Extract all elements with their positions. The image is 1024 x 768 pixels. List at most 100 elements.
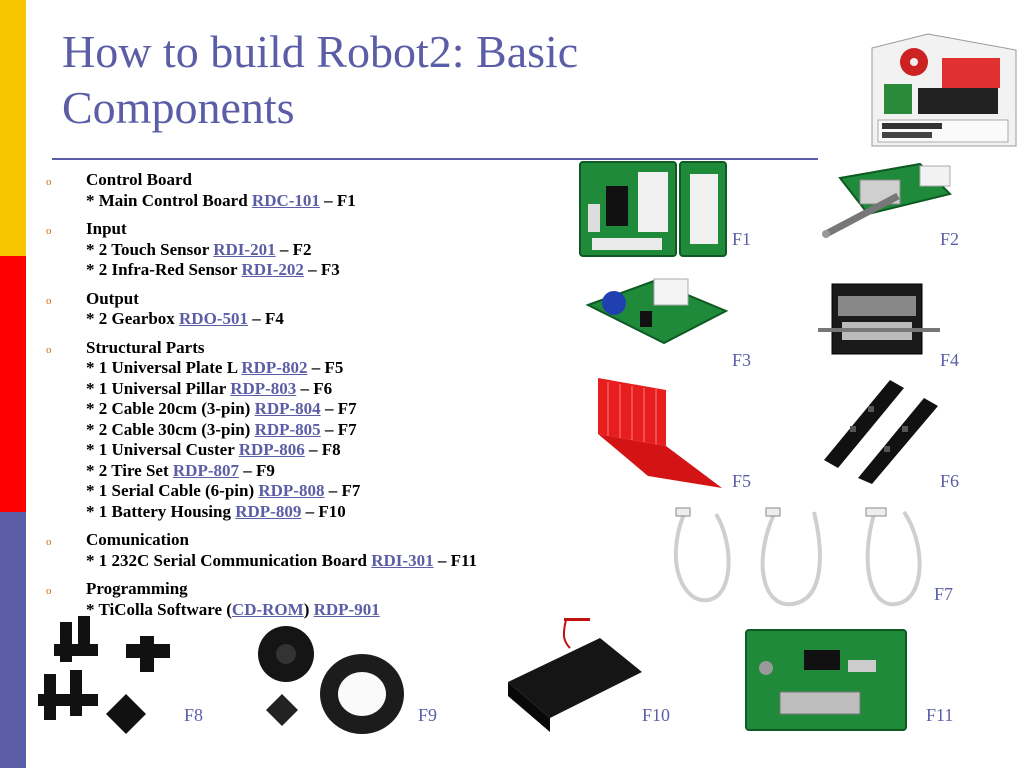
title-divider bbox=[52, 158, 818, 160]
section-structural-parts: o Structural Parts* 1 Universal Plate L R… bbox=[40, 338, 580, 523]
bullet-marker-icon: o bbox=[46, 585, 52, 597]
component-text: * 2 Tire Set bbox=[86, 460, 173, 480]
slide-title: How to build Robot2: Basic Components bbox=[62, 24, 702, 136]
component-text: * 2 Cable 20cm (3-pin) bbox=[86, 399, 255, 418]
part-code-link[interactable]: RDP-901 bbox=[313, 599, 380, 619]
section-output: o Output* 2 Gearbox RDO-501 – F4 bbox=[40, 289, 580, 330]
component-line: * 2 Cable 30cm (3-pin) RDP-805 – F7 bbox=[86, 420, 580, 441]
section-heading: Output bbox=[86, 288, 139, 308]
component-text: * 1 Universal Plate L bbox=[86, 358, 242, 377]
left-stripe-yellow bbox=[0, 0, 26, 256]
figure-label-f5: F5 bbox=[732, 471, 752, 491]
component-line: * 1 Battery Housing RDP-809 – F10 bbox=[86, 502, 580, 523]
part-code-link[interactable]: RDI-201 bbox=[213, 239, 276, 259]
section-programming: o Programming * TiColla Software (CD-ROM) … bbox=[40, 579, 580, 620]
bullet-marker-icon: o bbox=[46, 536, 52, 548]
part-code-link[interactable]: RDP-803 bbox=[230, 378, 297, 398]
component-line: * 1 Universal Plate L RDP-802 – F5 bbox=[86, 358, 580, 379]
left-stripe-red bbox=[0, 256, 26, 512]
part-code-link[interactable]: RDI-202 bbox=[241, 260, 304, 279]
battery-housing-photo bbox=[508, 618, 642, 732]
component-line: * 1 Serial Cable (6-pin) RDP-808 – F7 bbox=[86, 481, 580, 502]
component-line: * 2 Gearbox RDO-501 – F4 bbox=[86, 309, 580, 330]
part-code-link[interactable]: RDI-301 bbox=[371, 550, 434, 570]
part-code-link[interactable]: RDP-804 bbox=[254, 399, 321, 418]
bullet-marker-icon: o bbox=[46, 294, 52, 307]
bullet-marker-icon: o bbox=[46, 176, 52, 188]
figure-label-f8: F8 bbox=[184, 705, 204, 725]
title-line-2: Components bbox=[62, 82, 295, 133]
component-text: * 2 Touch Sensor bbox=[86, 239, 214, 259]
figure-label-f9: F9 bbox=[418, 705, 438, 725]
tire-set-photo bbox=[258, 626, 404, 734]
bullet-marker-icon: o bbox=[46, 343, 52, 356]
figure-label-f1: F1 bbox=[732, 229, 752, 249]
section-heading: Programming bbox=[86, 579, 188, 598]
figure-reference: – F6 bbox=[296, 378, 333, 398]
part-code-link[interactable]: RDP-806 bbox=[238, 440, 305, 459]
figure-reference: – F11 bbox=[433, 550, 478, 570]
figure-reference: – F5 bbox=[307, 358, 344, 377]
part-code-link[interactable]: RDP-805 bbox=[254, 419, 321, 439]
gearbox-photo bbox=[818, 283, 940, 355]
part-code-link[interactable]: RDO-501 bbox=[179, 309, 248, 328]
figure-label-f7: F7 bbox=[934, 584, 954, 604]
component-text: * 2 Cable 30cm (3-pin) bbox=[86, 419, 255, 439]
component-line: * 1 Universal Pillar RDP-803 – F6 bbox=[86, 379, 580, 400]
figure-label-f2: F2 bbox=[940, 229, 960, 249]
section-heading: Comunication bbox=[86, 530, 189, 549]
section-heading: Structural Parts bbox=[86, 337, 205, 357]
component-line: * 2 Tire Set RDP-807 – F9 bbox=[86, 461, 580, 482]
part-code-link[interactable]: RDP-809 bbox=[235, 501, 302, 521]
component-text: * TiColla Software ( bbox=[86, 599, 232, 619]
part-code-link[interactable]: CD-ROM bbox=[231, 599, 304, 619]
universal-pillar-photo bbox=[824, 380, 938, 484]
figure-reference: – F7 bbox=[320, 419, 357, 439]
component-line: * Main Control Board RDC-101 – F1 bbox=[86, 191, 580, 212]
figure-reference: – F7 bbox=[320, 399, 357, 418]
figure-reference: – F10 bbox=[301, 501, 346, 521]
figure-reference: – F3 bbox=[303, 260, 340, 279]
component-line: * 2 Cable 20cm (3-pin) RDP-804 – F7 bbox=[86, 399, 580, 420]
infrared-sensor-photo bbox=[585, 278, 729, 345]
figure-reference: ) bbox=[303, 599, 314, 619]
figure-label-f11: F11 bbox=[926, 705, 954, 725]
control-board-photo bbox=[579, 161, 727, 257]
universal-custer-photo bbox=[38, 616, 170, 734]
component-text: * Main Control Board bbox=[86, 190, 252, 210]
section-heading: Control Board bbox=[86, 170, 192, 189]
figure-reference: – F4 bbox=[247, 309, 284, 328]
component-text: * 1 Serial Cable (6-pin) bbox=[86, 481, 259, 500]
part-code-link[interactable]: RDP-807 bbox=[172, 460, 240, 480]
serial-board-photo bbox=[745, 629, 907, 731]
figure-reference: – F1 bbox=[319, 190, 356, 210]
part-code-link[interactable]: RDP-808 bbox=[258, 481, 325, 500]
figure-reference: – F7 bbox=[324, 481, 361, 500]
component-text: * 1 232C Serial Communication Board bbox=[86, 550, 372, 570]
component-line: * 2 Infra-Red Sensor RDI-202 – F3 bbox=[86, 260, 580, 281]
component-line: * TiColla Software (CD-ROM) RDP-901 bbox=[86, 600, 580, 621]
figure-label-f4: F4 bbox=[940, 350, 960, 370]
kit-box-photo bbox=[871, 33, 1017, 147]
component-text: * 2 Infra-Red Sensor bbox=[86, 260, 242, 279]
figure-reference: – F2 bbox=[275, 239, 312, 259]
part-code-link[interactable]: RDC-101 bbox=[251, 190, 320, 210]
title-line-1: How to build Robot2: Basic bbox=[62, 26, 579, 77]
left-stripe-blue bbox=[0, 512, 26, 768]
bullet-marker-icon: o bbox=[46, 225, 52, 237]
touch-sensor-photo bbox=[822, 162, 952, 238]
figure-label-f3: F3 bbox=[732, 350, 752, 370]
figure-label-f6: F6 bbox=[940, 471, 960, 491]
component-line: * 1 232C Serial Communication Board RDI-… bbox=[86, 551, 580, 572]
figure-label-f10: F10 bbox=[642, 705, 671, 725]
component-text: * 1 Universal Custer bbox=[86, 440, 239, 459]
universal-plate-photo bbox=[598, 378, 722, 488]
component-text: * 1 Universal Pillar bbox=[86, 378, 231, 398]
section-heading: Input bbox=[86, 219, 127, 238]
component-line: * 2 Touch Sensor RDI-201 – F2 bbox=[86, 240, 580, 261]
part-code-link[interactable]: RDP-802 bbox=[241, 358, 308, 377]
